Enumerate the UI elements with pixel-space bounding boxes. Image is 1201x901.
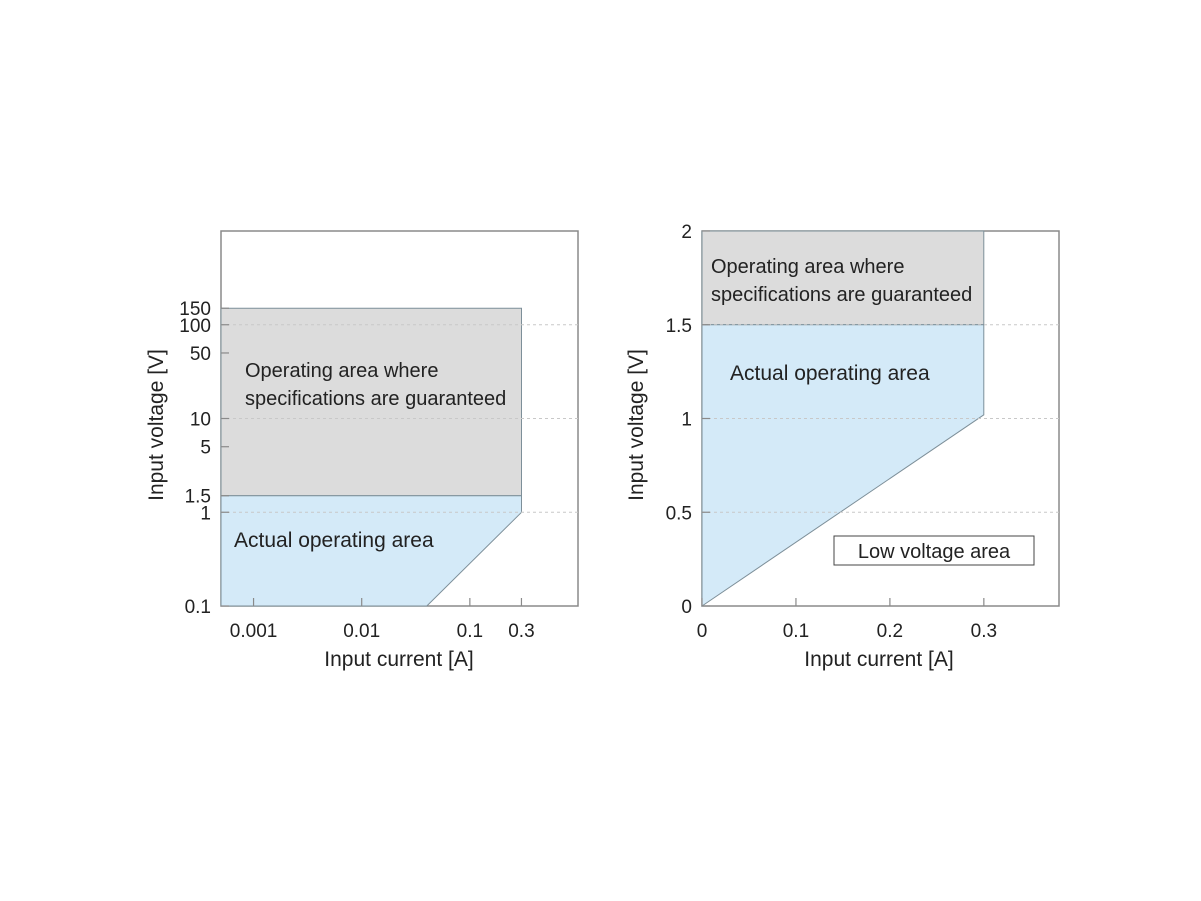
- region-label-actual: Actual operating area: [234, 529, 434, 552]
- x-tick-label: 0.3: [971, 621, 997, 642]
- x-tick-label: 0.1: [783, 621, 809, 642]
- y-axis-label: Input voltage [V]: [145, 349, 168, 501]
- y-tick-label: 50: [190, 344, 211, 365]
- x-tick-label: 0.2: [877, 621, 903, 642]
- y-tick-label: 1: [681, 410, 692, 431]
- y-tick-label: 5: [200, 438, 211, 459]
- region-label-guaranteed-line2: specifications are guaranteed: [711, 284, 972, 306]
- y-tick-label: 0.1: [185, 597, 211, 618]
- y-tick-label: 1.5: [185, 487, 211, 508]
- annotation-low-voltage: Low voltage area: [858, 541, 1011, 563]
- y-tick-label: 2: [681, 222, 692, 243]
- y-tick-label: 150: [179, 299, 211, 320]
- annotation-box: [833, 535, 1035, 566]
- x-tick-label: 0.3: [508, 621, 534, 642]
- y-tick-label: 1: [200, 503, 211, 524]
- x-tick-label: 0.1: [457, 621, 483, 642]
- y-tick-label: 1.5: [666, 316, 692, 337]
- x-tick-label: 0.01: [343, 621, 380, 642]
- y-tick-label: 0.5: [666, 503, 692, 524]
- region-label-guaranteed-line2: specifications are guaranteed: [245, 388, 506, 410]
- region-label-guaranteed-line1: Operating area where: [711, 256, 904, 278]
- linear-chart: 0 0.5 1 1.5 2 0 0.1 0.2 0.3 Operating area where…: [625, 222, 1060, 671]
- x-tick-label: 0.001: [230, 621, 278, 642]
- y-tick-label: 0: [681, 597, 692, 618]
- region-label-guaranteed-line1: Operating area where: [245, 360, 438, 382]
- x-tick-label: 0: [697, 621, 708, 642]
- x-axis-label: Input current [A]: [324, 648, 473, 671]
- y-tick-label: 100: [179, 316, 211, 337]
- y-tick-label: 10: [190, 410, 211, 431]
- x-axis-label: Input current [A]: [804, 648, 953, 671]
- y-axis-label: Input voltage [V]: [625, 349, 648, 501]
- region-label-actual: Actual operating area: [730, 362, 930, 385]
- region-actual: [220, 495, 522, 607]
